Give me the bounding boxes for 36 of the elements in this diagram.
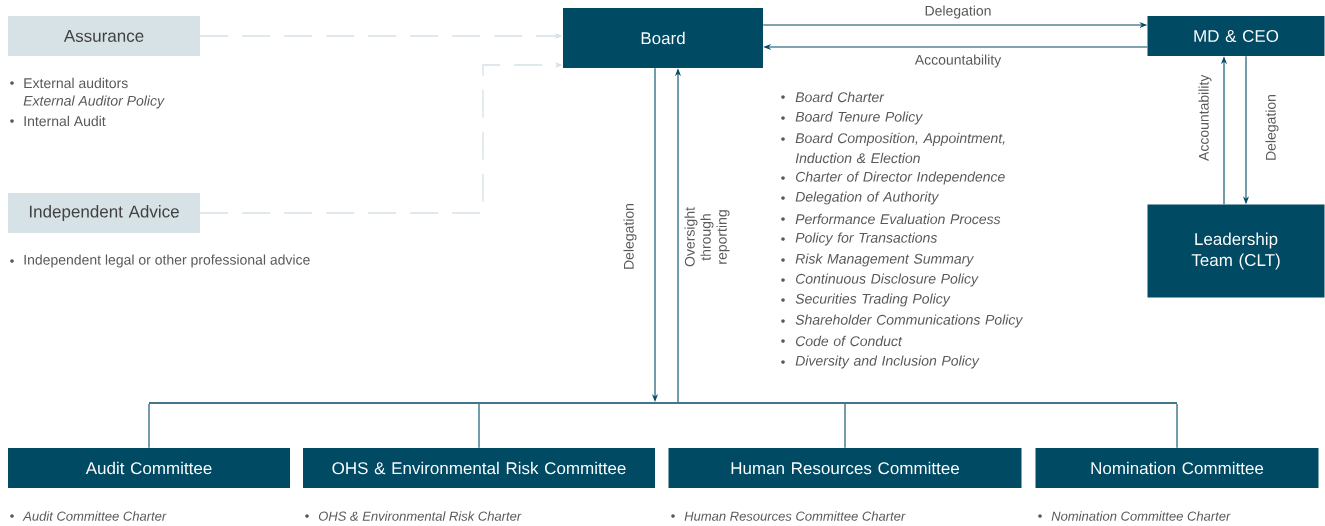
list-item: Human Resources Committee Charter: [671, 511, 906, 521]
list-item: Code of Conduct: [781, 335, 903, 347]
list-item: Nomination Committee Charter: [1038, 511, 1231, 521]
list-item: Delegation of Authority: [781, 191, 940, 205]
list-item: Diversity and Inclusion Policy: [781, 355, 980, 369]
list-item: Board Tenure Policy: [781, 111, 923, 125]
list-item: OHS & Environmental Risk Charter: [305, 511, 522, 521]
list-item: Shareholder Communications Policy: [781, 314, 1024, 328]
list-item: Charter of Director Independence: [781, 171, 1005, 185]
list-item: Performance Evaluation Process: [781, 213, 1001, 225]
list-item: Continuous Disclosure Policy: [781, 273, 979, 287]
category-box: Assurance: [8, 16, 200, 56]
list-item: Internal Audit: [10, 115, 106, 127]
committee-box: Human Resources Committee: [668, 448, 1022, 488]
list-item: Board Charter: [781, 91, 885, 103]
edge-label: Delegation: [623, 203, 637, 269]
list-item: Audit Committee Charter: [10, 511, 167, 521]
board-box: Board: [563, 8, 763, 68]
team-box: Leadership Team (CLT): [1147, 204, 1325, 298]
list-item: External auditors: [10, 77, 128, 89]
edge-label: Accountability: [914, 54, 1002, 68]
edge-label: Delegation: [1265, 94, 1279, 160]
executive-box: MD & CEO: [1147, 16, 1325, 56]
edge-label: Oversight through reporting: [684, 207, 730, 267]
list-item: Board Composition, Appointment, Induction & Election: [781, 132, 1005, 164]
committee-box: OHS & Environmental Risk Committee: [303, 448, 655, 488]
list-item: Risk Management Summary: [781, 253, 975, 267]
edge-label: Accountability: [1198, 74, 1212, 161]
list-item: Securities Trading Policy: [781, 293, 951, 307]
list-item: Policy for Transactions: [781, 232, 938, 246]
committee-box: Audit Committee: [8, 448, 290, 488]
list-item: External Auditor Policy: [23, 95, 165, 109]
edge-label: Delegation: [925, 5, 991, 19]
committee-box: Nomination Committee: [1035, 448, 1319, 488]
list-item: Independent legal or other professional advice: [10, 254, 310, 268]
category-box: Independent Advice: [8, 193, 200, 233]
